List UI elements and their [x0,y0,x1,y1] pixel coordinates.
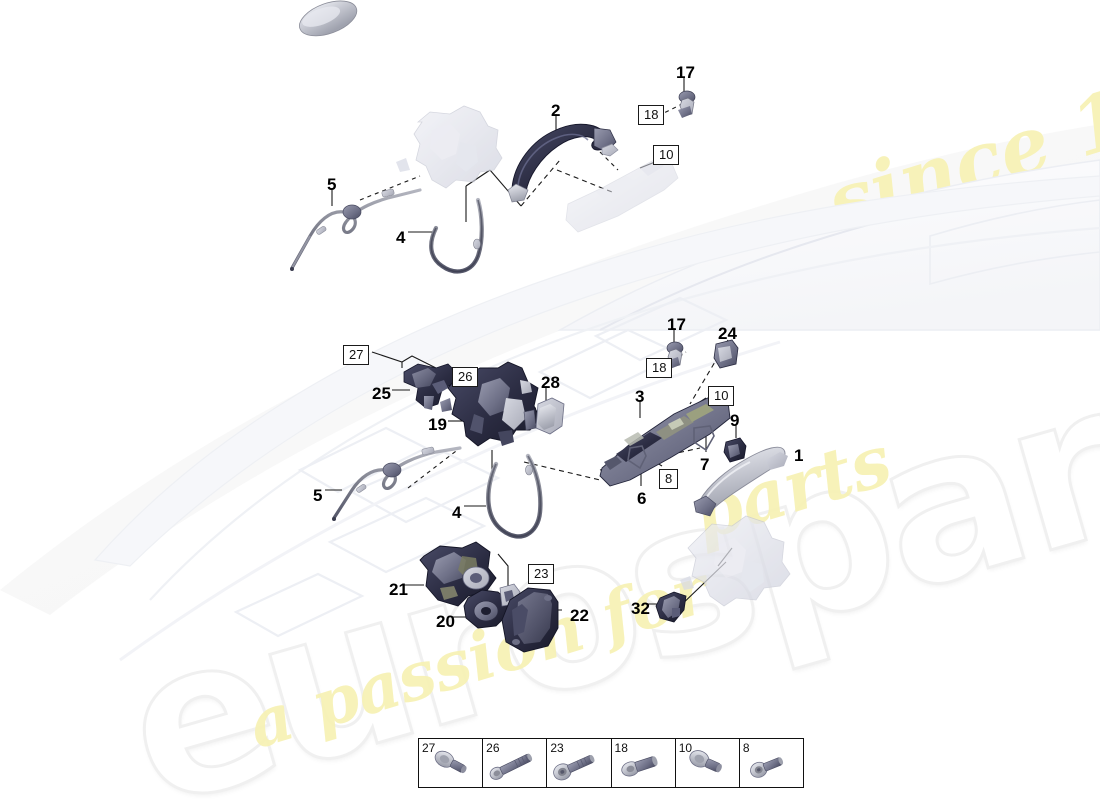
callout-5-mid: 5 [313,486,323,505]
callout-7: 7 [700,455,710,474]
flat-head-bolt-icon [620,756,658,777]
callout-4-top: 4 [396,228,406,247]
legend-number-23: 23 [550,741,564,755]
callout-6: 6 [637,489,647,508]
part-bracket-24 [713,339,739,369]
part-clip-top [601,143,619,157]
legend-number-10: 10 [678,741,693,755]
part-motor-bracket-21 [419,541,497,607]
callout-4-mid: 4 [452,503,462,522]
callout-27: 27 [343,345,370,365]
legend-cell-26: 26 [483,739,548,787]
callout-18-mid: 18 [646,358,673,378]
cable-5-top-grommet [342,204,362,220]
legend-number-8: 8 [742,741,750,755]
part-motor-20 [463,583,521,629]
callout-18-top: 18 [638,105,665,125]
part-oval-cap [299,0,358,37]
callout-5-top: 5 [327,175,337,194]
legend-number-18: 18 [614,741,628,755]
callout-1: 1 [794,446,804,465]
fastener-legend-table: 27 26 [418,738,804,788]
callout-20: 20 [436,612,455,631]
callout-17-mid: 17 [667,315,686,334]
long-hex-bolt-icon [489,753,533,780]
callout-2: 2 [551,101,561,120]
part-cable-5-mid [332,446,462,520]
part-lock-ghost-bottom [680,515,791,607]
callout-8-mid: 8 [659,469,679,489]
callout-10-mid: 10 [708,386,735,406]
callout-26: 26 [452,367,479,387]
callout-24: 24 [718,324,737,343]
callout-22: 22 [570,606,589,625]
legend-cell-27: 27 [419,739,484,787]
callout-10-top: 10 [653,145,680,165]
callout-9: 9 [730,411,740,430]
callout-19: 19 [428,415,447,434]
callout-17-top: 17 [676,63,695,82]
legend-number-27: 27 [422,741,436,755]
part-door-handle-2 [507,123,617,203]
part-cable-5-top [290,188,422,270]
legend-cell-23: 23 [547,739,612,787]
legend-cell-8: 8 [740,739,803,787]
callout-28: 28 [541,373,560,392]
part-lock-ghost-top [396,105,503,189]
callout-3: 3 [635,387,645,406]
part-outer-handle-1 [693,446,788,517]
part-clip-7 [693,425,715,452]
short-torx-screw-icon [749,757,783,778]
part-clip-6 [627,445,647,470]
torx-pan-screw-icon [553,754,595,781]
legend-cell-10: 10 [676,739,740,787]
flange-head-screw-icon [434,750,467,774]
legend-number-26: 26 [486,741,500,755]
part-striker-28 [523,397,565,435]
part-screw-17-top [678,90,696,118]
callout-32: 32 [631,599,650,618]
part-lock-cylinder-9 [723,437,747,463]
part-cable-4-top [429,197,484,274]
part-handle-base-ghost-top [565,159,679,233]
callout-21: 21 [389,580,408,599]
legend-cell-18: 18 [612,739,676,787]
round-head-screw-icon [689,750,722,773]
callout-25: 25 [372,384,391,403]
part-bracket-25 [403,363,457,410]
callout-23: 23 [528,564,555,584]
part-clip-32 [655,591,687,623]
part-motor-cover-22 [501,587,559,653]
